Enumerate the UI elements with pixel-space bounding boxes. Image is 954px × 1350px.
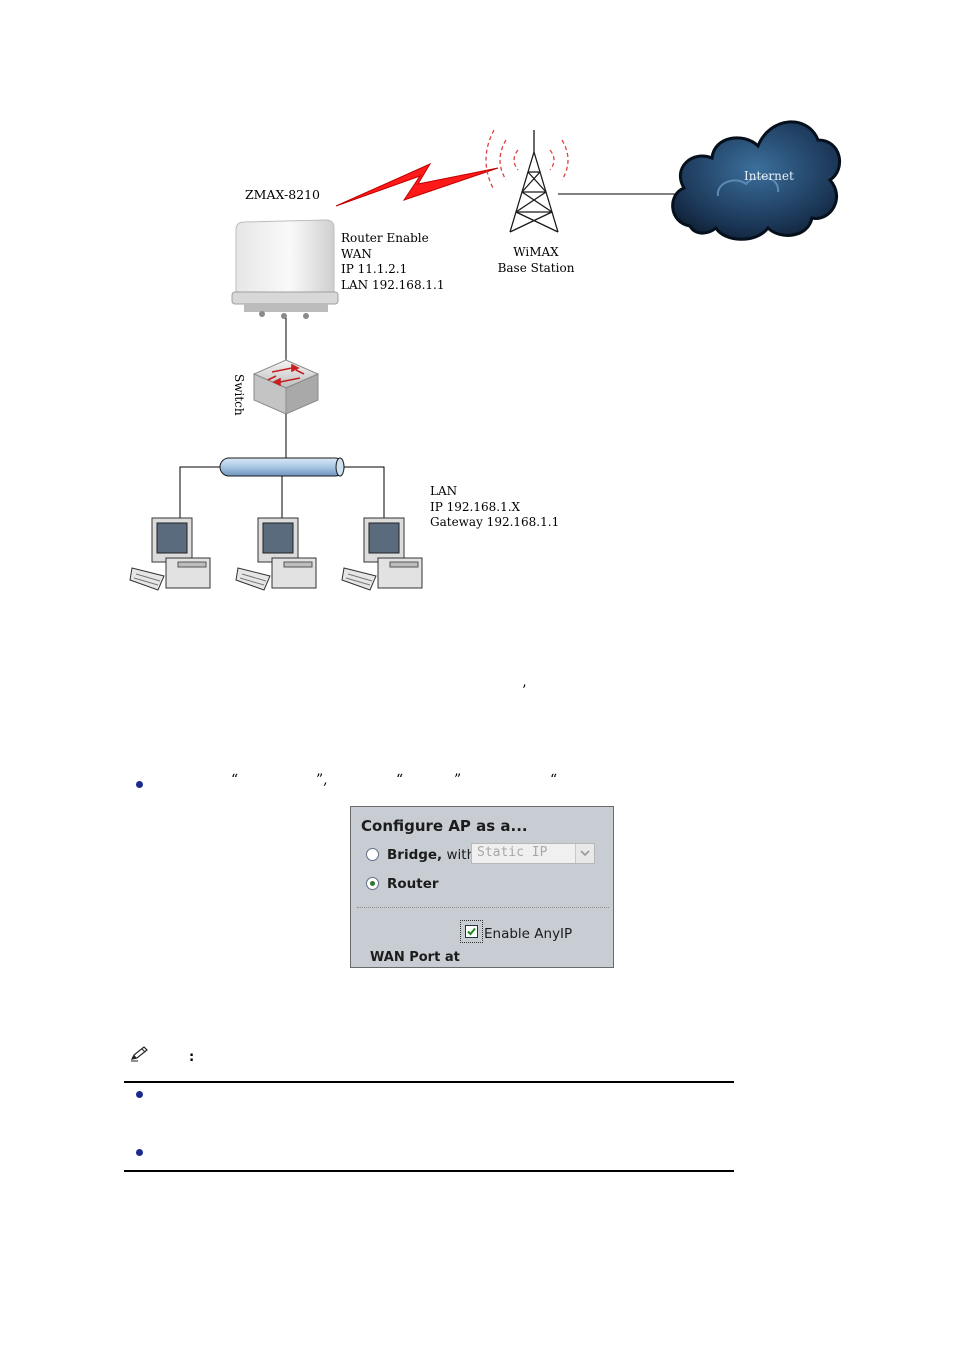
enable-anyip-label[interactable]: Enable AnyIP	[484, 926, 573, 942]
checkbox-checked-icon	[467, 927, 476, 936]
computer-icon	[341, 517, 423, 591]
quote-close-1: ”,	[316, 772, 328, 788]
router-radio[interactable]	[366, 877, 379, 890]
bridge-option-label[interactable]: Bridge, with	[387, 847, 476, 863]
lan-config-label: LAN IP 192.168.1.X Gateway 192.168.1.1	[430, 484, 560, 529]
switch-label: Switch	[232, 374, 246, 416]
note-colon: :	[189, 1050, 195, 1065]
device-config-label: Router Enable WAN IP 11.1.2.1 LAN 192.16…	[341, 231, 445, 292]
wimax-tower-icon	[509, 130, 559, 233]
wan-port-label: WAN Port at	[370, 950, 460, 965]
quote-open-3: “	[550, 772, 558, 788]
quote-close-2: ”	[454, 772, 462, 788]
pencil-icon	[130, 1046, 148, 1062]
switch-icon	[252, 359, 320, 415]
enable-anyip-checkbox[interactable]	[465, 925, 478, 938]
router-option-label[interactable]: Router	[387, 876, 439, 892]
apostrophe-mark: ’	[522, 683, 527, 699]
panel-title: Configure AP as a...	[361, 817, 528, 835]
configure-ap-panel: Configure AP as a... Bridge, with Static…	[350, 806, 614, 968]
zmax-device-icon	[231, 219, 339, 319]
wireless-link-bolt	[335, 162, 499, 207]
computer-icon	[235, 517, 317, 591]
note-top-rule	[124, 1081, 734, 1083]
panel-divider	[357, 907, 609, 908]
anyip-focus	[460, 920, 483, 943]
bullet	[136, 781, 143, 788]
internet-cloud-icon	[671, 120, 841, 241]
chevron-down-icon[interactable]	[575, 844, 594, 863]
lan-bus	[219, 457, 345, 477]
signal-waves-icon	[485, 129, 569, 191]
bridge-ip-mode-select[interactable]: Static IP	[471, 843, 595, 864]
select-value: Static IP	[477, 845, 548, 860]
note-bottom-rule	[124, 1170, 734, 1172]
radio-selected-icon	[370, 881, 375, 886]
bullet	[136, 1149, 143, 1156]
internet-label: Internet	[744, 169, 794, 183]
network-diagram	[129, 120, 841, 591]
quote-open-1: “	[231, 772, 239, 788]
base-station-label: WiMAX Base Station	[497, 245, 575, 275]
quote-open-2: “	[396, 772, 404, 788]
bullet	[136, 1091, 143, 1098]
computer-icon	[129, 517, 211, 591]
bridge-radio[interactable]	[366, 848, 379, 861]
device-name-label: ZMAX-8210	[245, 187, 320, 202]
